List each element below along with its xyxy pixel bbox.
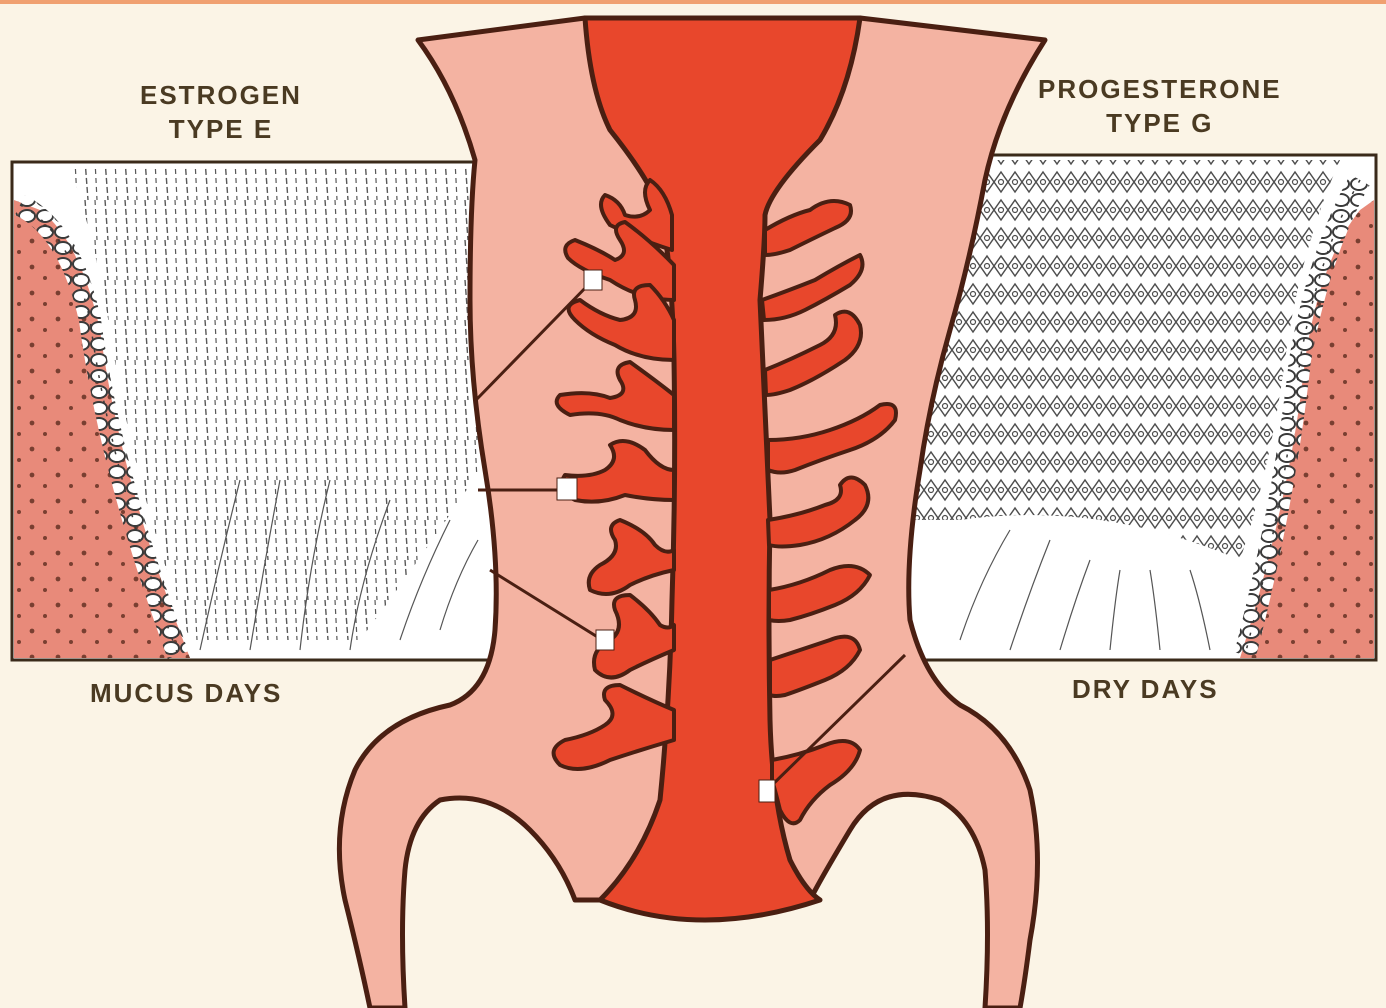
progesterone-label-line1: PROGESTERONE [1038, 72, 1282, 106]
mucus-days-label: MUCUS DAYS [90, 676, 282, 710]
estrogen-panel [12, 162, 500, 660]
progesterone-label: PROGESTERONE TYPE G [1038, 72, 1282, 140]
dry-days-label: DRY DAYS [1072, 672, 1219, 706]
progesterone-label-line2: TYPE G [1038, 106, 1282, 140]
estrogen-label-line1: ESTROGEN [140, 78, 302, 112]
estrogen-label: ESTROGEN TYPE E [140, 78, 302, 146]
estrogen-label-line2: TYPE E [140, 112, 302, 146]
